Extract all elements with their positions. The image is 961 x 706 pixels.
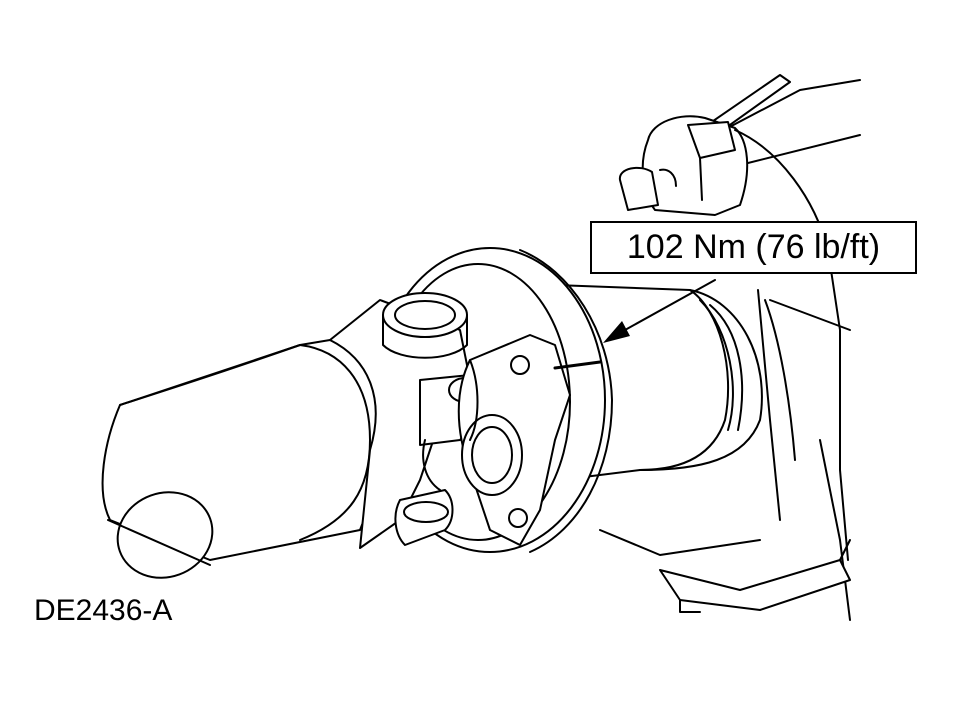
flange-seam-line <box>553 360 602 370</box>
figure-id: DE2436-A <box>34 594 173 627</box>
slip-yoke <box>329 292 471 549</box>
driveshaft-tube <box>101 339 397 579</box>
arrow-icon <box>603 321 630 343</box>
flange-yoke <box>457 334 571 546</box>
callout-leader <box>603 279 716 343</box>
torque-label: 102 Nm (76 lb/ft) <box>626 228 881 266</box>
pinion-housing-neck <box>554 284 763 481</box>
torque-callout: 102 Nm (76 lb/ft) <box>590 221 917 274</box>
